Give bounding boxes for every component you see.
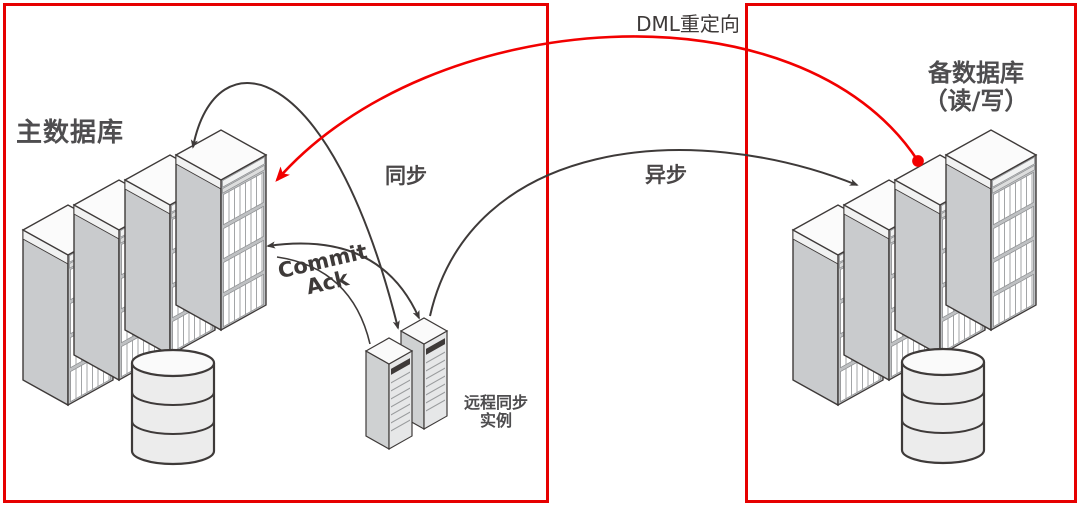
remote-label-line1: 远程同步 [463,393,528,412]
remote-sync-tower-group-icon [365,317,448,450]
server-rack-icon [945,129,1037,331]
standby-zone-label: 备数据库 （读/写） [900,59,1052,116]
server-rack-icon [175,129,267,331]
sync-arrow [190,82,400,330]
standby-database-cylinder-icon [900,347,986,465]
dml-redirect-label: DML重定向 [636,12,740,36]
standby-label-line2: （读/写） [923,87,1029,116]
dml-redirect-arrow [275,35,924,182]
standby-label-line1: 备数据库 [928,59,1024,87]
commit-ack-return-line [276,256,371,345]
remote-sync-instance-label: 远程同步 实例 [444,393,548,431]
remote-label-line2: 实例 [479,411,512,431]
tower-server-icon [365,337,413,450]
primary-zone-frame [3,3,549,503]
async-label: 异步 [645,163,687,187]
commit-ack-arrow [266,241,420,320]
standby-zone-frame [745,3,1077,503]
primary-database-cylinder-icon [130,348,216,466]
primary-zone-label: 主数据库 [16,118,125,148]
sync-label: 同步 [385,164,427,188]
